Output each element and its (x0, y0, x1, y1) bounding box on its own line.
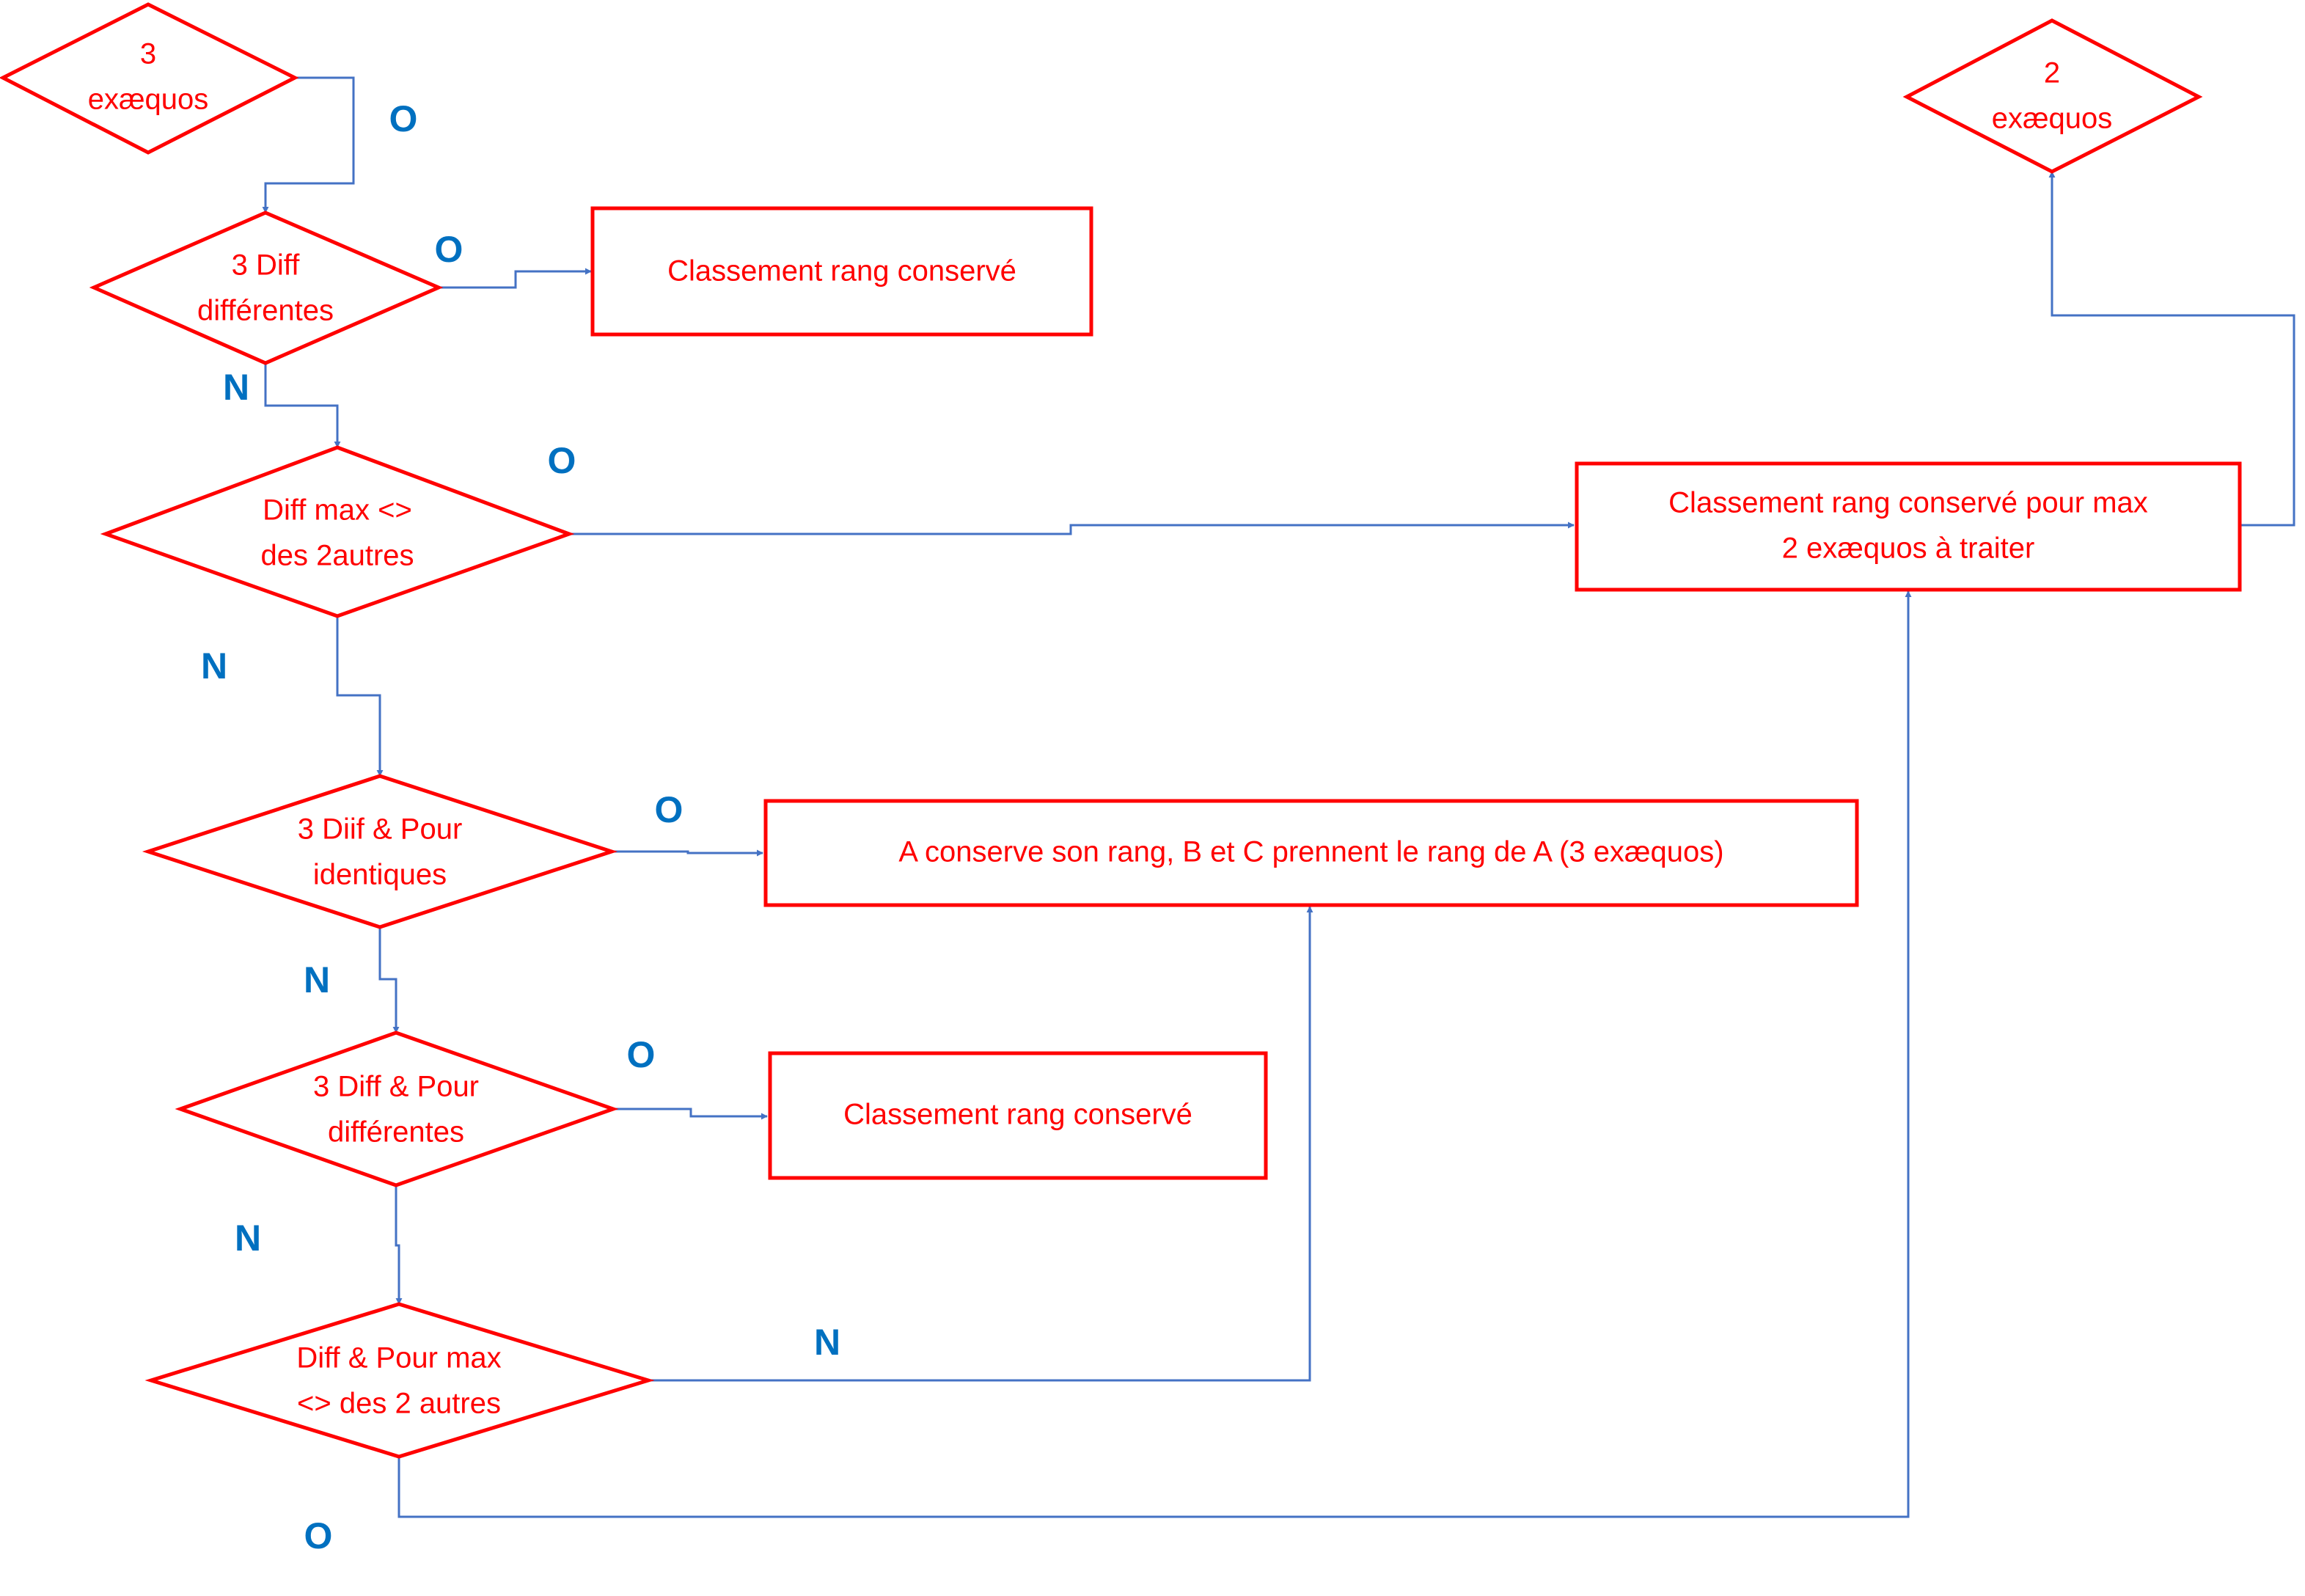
node-classement-rang-conserve-2: Classement rang conservé (768, 1051, 1268, 1180)
node-text: <> des 2 autres (297, 1388, 501, 1420)
branch-label-oui: O (655, 789, 684, 830)
branch-label-non: N (814, 1322, 840, 1363)
branch-label-oui: O (304, 1515, 333, 1556)
decision-3-diff-pour-differentes-shape (175, 1031, 619, 1187)
decision-diff-pour-max-shape (144, 1302, 655, 1459)
node-2-exaequos: 2 exæquos (1902, 18, 2203, 174)
node-text: 2 exæquos à traiter (1782, 532, 2035, 565)
node-classement-max-2-exaequos: Classement rang conservé pour max 2 exæq… (1575, 461, 2242, 592)
node-3-diff-differentes: 3 Diff différentes (89, 211, 444, 365)
decision-diff-max-shape (100, 445, 575, 618)
branch-label-non: N (304, 959, 330, 1000)
edge-3diffpour-to-diffpourmax (395, 1185, 403, 1305)
node-text: des 2autres (260, 540, 414, 572)
decision-3-diif-pour-identiques-shape (142, 774, 618, 929)
node-text: exæquos (1992, 103, 2113, 135)
branch-label-oui: O (389, 98, 418, 139)
node-text: Classement rang conservé (667, 255, 1016, 288)
node-text: 3 Diff & Pour (313, 1071, 479, 1103)
edge-max2-to-2ex (2048, 171, 2295, 527)
decision-3-diff-differentes-shape (89, 211, 444, 365)
edge-3diff-to-diffmax (264, 363, 341, 448)
node-text: Diff & Pour max (296, 1342, 501, 1374)
connectors (262, 76, 2295, 1518)
node-text: Classement rang conservé pour max (1668, 487, 2148, 519)
node-text: différentes (328, 1116, 464, 1149)
node-text: 2 (2044, 57, 2060, 89)
node-text: 3 Diff (232, 249, 301, 282)
node-text: 3 Diif & Pour (298, 813, 463, 846)
node-diff-pour-max: Diff & Pour max <> des 2 autres (144, 1302, 655, 1459)
node-text: Diff max <> (263, 494, 412, 527)
edge-diffpourmax-to-aconserve (648, 906, 1313, 1382)
node-a-conserve-son-rang: A conserve son rang, B et C prennent le … (763, 799, 1859, 907)
edge-diffmax-to-max2 (569, 521, 1575, 535)
node-text: exæquos (88, 84, 209, 116)
edge-3diff-to-rang1 (439, 268, 592, 289)
edge-3diifpour-to-3diffpour (378, 927, 400, 1033)
node-text: A conserve son rang, B et C prennent le … (898, 836, 1723, 868)
branch-labels: O O N O N O N O N N O (201, 98, 840, 1556)
node-diff-max: Diff max <> des 2autres (100, 445, 575, 618)
process-classement-max-2-exaequos-shape (1575, 461, 2242, 592)
edge-diffpourmax-to-max2 (397, 590, 1912, 1518)
process-classement-rang-conserve-2-shape (768, 1051, 1268, 1180)
node-text: identiques (313, 859, 447, 891)
node-classement-rang-conserve-1: Classement rang conservé (590, 206, 1093, 337)
node-text: 3 (140, 38, 156, 70)
node-text: Classement rang conservé (843, 1099, 1192, 1131)
edge-3ex-to-3diff (262, 76, 355, 213)
node-3-diff-pour-differentes: 3 Diff & Pour différentes (175, 1031, 619, 1187)
branch-label-oui: O (548, 440, 576, 481)
node-3-diif-pour-identiques: 3 Diif & Pour identiques (142, 774, 618, 929)
process-a-conserve-son-rang-shape (763, 799, 1859, 907)
branch-label-oui: O (435, 229, 463, 270)
branch-label-non: N (201, 645, 227, 687)
branch-label-non: N (235, 1218, 261, 1259)
decision-3-exaequos-shape (0, 2, 299, 155)
process-classement-rang-conserve-1-shape (590, 206, 1093, 337)
edge-diffmax-to-3diifpour (336, 616, 384, 777)
node-3-exaequos: 3 exæquos (0, 2, 299, 155)
decision-2-exaequos-shape (1902, 18, 2203, 174)
branch-label-oui: O (627, 1034, 656, 1075)
node-text: différentes (197, 295, 334, 327)
edge-3diffpour-to-rang2 (613, 1108, 768, 1120)
edge-3diifpour-to-aconserve (612, 849, 763, 857)
branch-label-non: N (223, 367, 249, 408)
